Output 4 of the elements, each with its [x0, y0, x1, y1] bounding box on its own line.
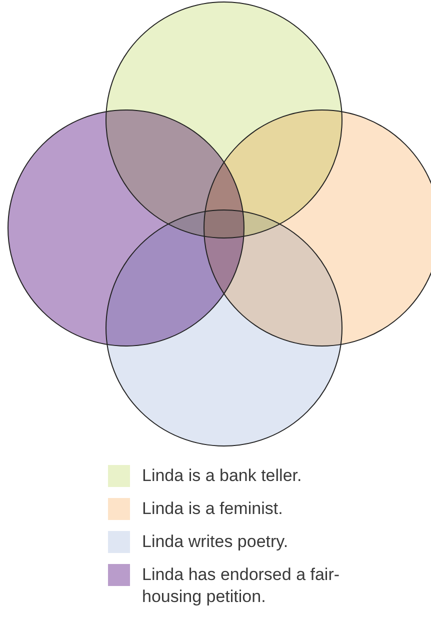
legend-label: Linda is a feminist. — [142, 498, 284, 520]
legend-label: Linda has endorsed a fair-housing petition. — [142, 564, 341, 608]
legend-label: Linda writes poetry. — [142, 531, 290, 553]
legend-label: Linda is a bank teller. — [142, 465, 303, 487]
